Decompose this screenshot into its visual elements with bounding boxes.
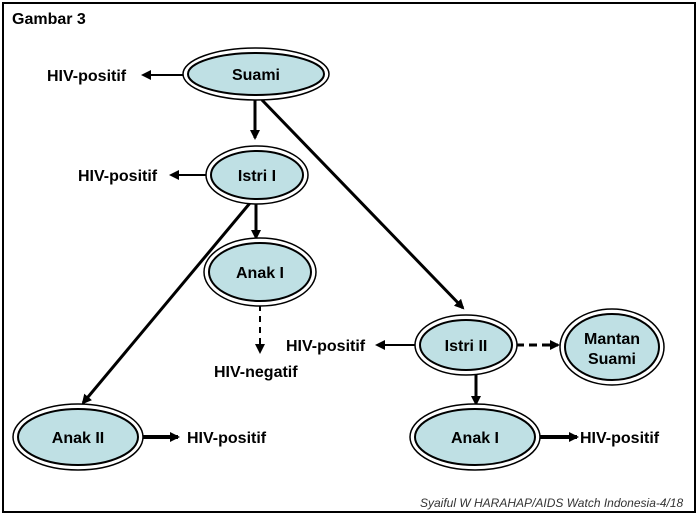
label-anak1-right-status: HIV-positif (580, 430, 660, 447)
node-mantan-label-line1: Mantan (584, 331, 640, 348)
node-istri1-label: Istri I (238, 168, 276, 185)
credit-text: Syaiful W HARAHAP/AIDS Watch Indonesia-4… (420, 496, 684, 510)
node-istri2: Istri II (414, 314, 518, 376)
node-anak1-right: Anak I (409, 403, 541, 471)
node-anak2-label: Anak II (52, 430, 104, 447)
node-anak1-left-label: Anak I (236, 265, 284, 282)
arrow-istri1-anak2 (81, 202, 252, 405)
node-suami: Suami (182, 47, 330, 101)
label-anak1-left-status: HIV-negatif (214, 364, 298, 381)
node-istri1: Istri I (205, 145, 309, 205)
node-anak1-right-label: Anak I (451, 430, 499, 447)
node-suami-label: Suami (232, 67, 280, 84)
label-istri2-status: HIV-positif (286, 338, 366, 355)
label-istri1-status: HIV-positif (78, 168, 158, 185)
node-anak1-left: Anak I (203, 237, 317, 307)
node-istri2-label: Istri II (445, 338, 488, 355)
label-suami-status: HIV-positif (47, 68, 127, 85)
node-anak2: Anak II (12, 403, 144, 471)
label-anak2-status: HIV-positif (187, 430, 267, 447)
node-mantan-suami: Mantan Suami (559, 308, 665, 386)
node-mantan-label-line2: Suami (588, 351, 636, 368)
figure-title: Gambar 3 (12, 11, 86, 28)
arrow-suami-istri2 (252, 90, 465, 310)
